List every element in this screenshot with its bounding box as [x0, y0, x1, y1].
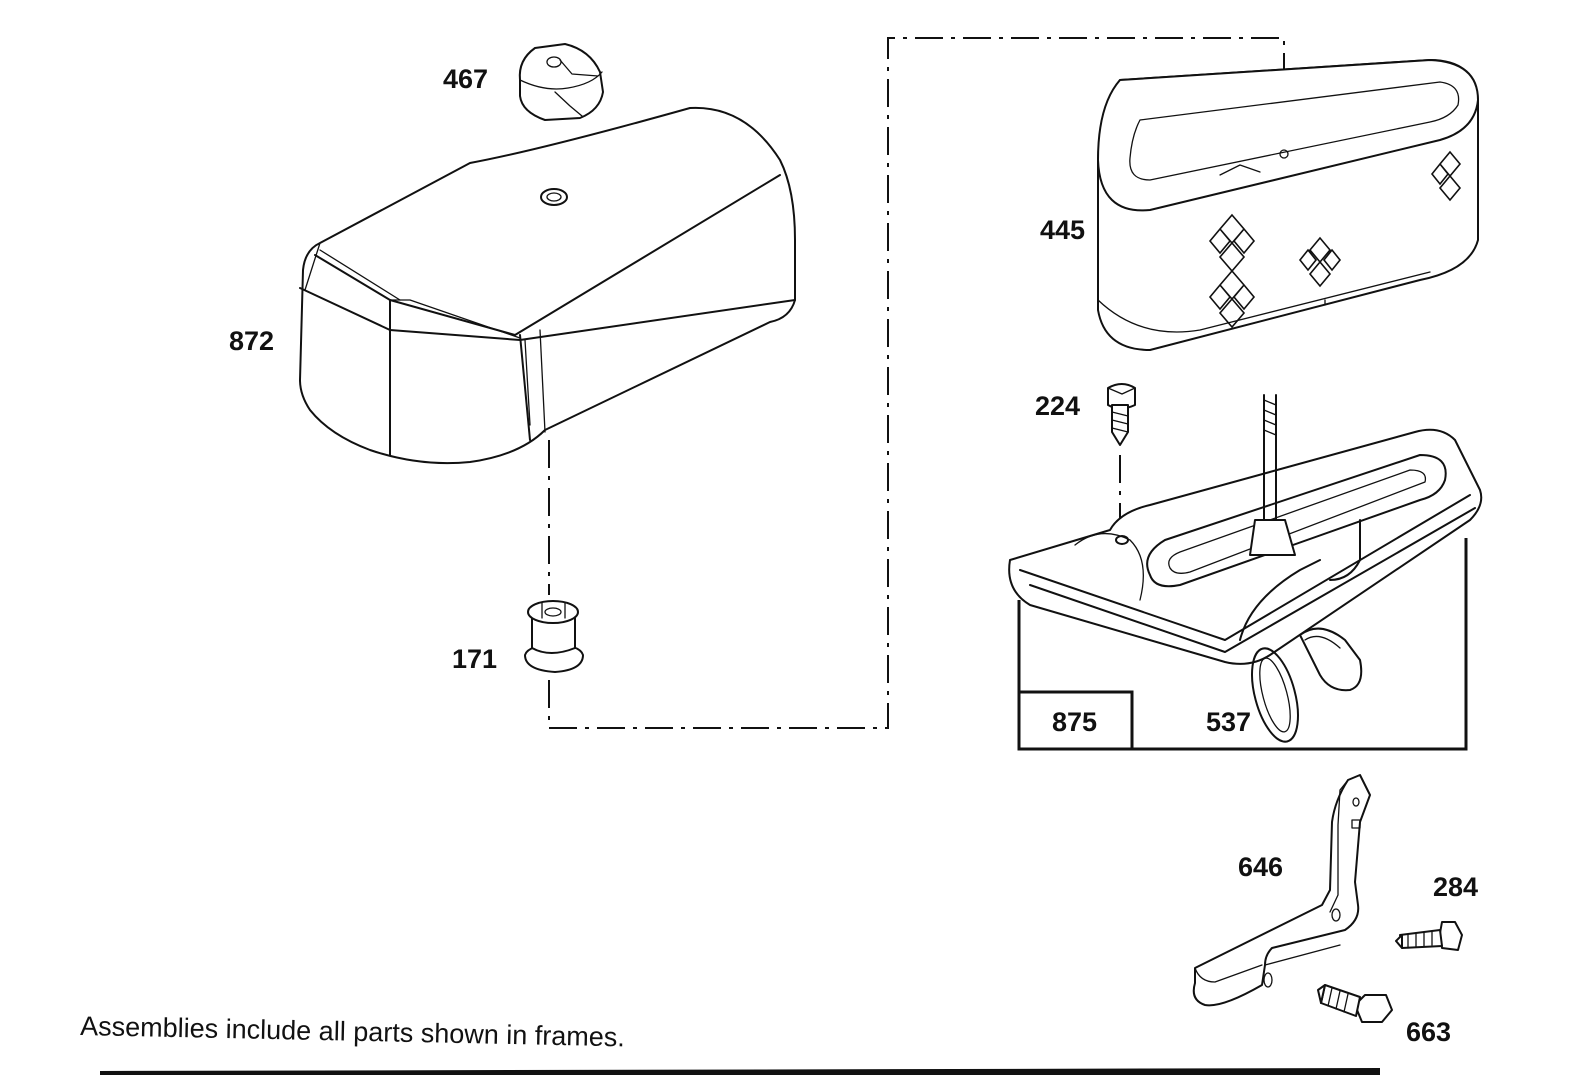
- base-875-drawing: [1008, 394, 1483, 692]
- cropped-heading-fragment: [100, 1068, 1380, 1075]
- frames-footnote: Assemblies include all parts shown in fr…: [80, 1011, 625, 1052]
- part-label-875: 875: [1052, 707, 1097, 737]
- part-label-467: 467: [443, 64, 488, 94]
- grommet-171-drawing: [524, 600, 584, 673]
- part-label-663: 663: [1406, 1017, 1451, 1047]
- assembly-frame-875: [1017, 538, 1468, 751]
- part-label-646: 646: [1238, 852, 1283, 882]
- part-label-171: 171: [452, 644, 497, 674]
- filter-445-drawing: [1097, 59, 1479, 351]
- part-label-445: 445: [1040, 215, 1085, 245]
- seal-537-drawing: [1251, 647, 1299, 743]
- bracket-646-drawing: [1192, 774, 1371, 1007]
- bolt-284-drawing: [1395, 921, 1463, 951]
- part-label-224: 224: [1035, 391, 1080, 421]
- part-label-284: 284: [1433, 872, 1478, 902]
- screw-224-drawing: [1107, 383, 1136, 446]
- part-label-872: 872: [229, 326, 274, 356]
- bolt-663-drawing: [1317, 984, 1393, 1023]
- part-labels: 467 872 171 445 224 875 537 646 284 663: [229, 64, 1478, 1047]
- knob-467-drawing: [518, 43, 604, 121]
- cover-872-drawing: [299, 106, 796, 465]
- part-label-537: 537: [1206, 707, 1251, 737]
